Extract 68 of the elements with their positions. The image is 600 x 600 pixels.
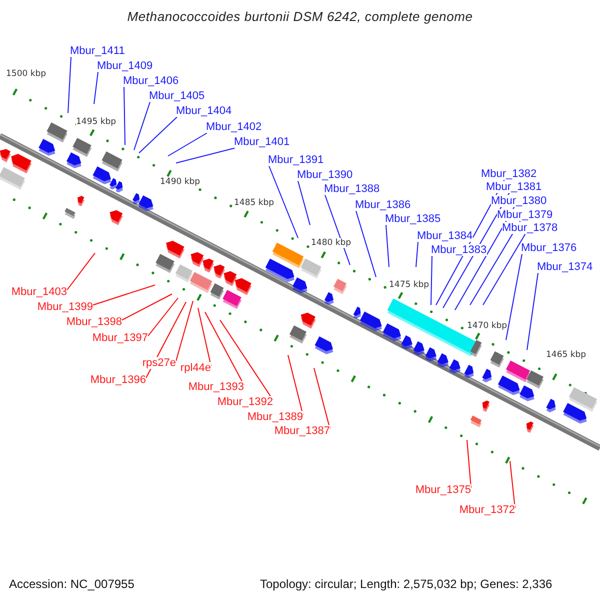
gene-label: Mbur_1376 (521, 242, 577, 254)
gene-label: Mbur_1402 (206, 121, 262, 133)
position-label: 1480 kbp (311, 238, 352, 248)
leader-line (66, 252, 96, 290)
leader-line (134, 102, 150, 150)
gene-label: Mbur_1393 (188, 381, 244, 393)
leader-line (94, 72, 98, 104)
gene-label: Mbur_1378 (502, 222, 558, 234)
leader-line (92, 284, 156, 306)
leader-line (138, 116, 178, 154)
title: Methanococcoides burtonii DSM 6242, complete genome (126, 9, 474, 24)
leader-line (146, 302, 186, 378)
gene-label: Mbur_1401 (234, 136, 290, 148)
leader-line (168, 132, 208, 156)
leader-line (526, 272, 538, 350)
gene-label: Mbur_1409 (97, 60, 153, 72)
gene-label: Mbur_1397 (92, 332, 148, 344)
position-label: 1490 kbp (160, 177, 200, 187)
gene-label: Mbur_1374 (537, 261, 593, 273)
gene-label: Mbur_1392 (217, 396, 273, 408)
leader-line (268, 166, 298, 238)
gene-label: Mbur_1390 (297, 169, 353, 181)
gene-label: Mbur_1380 (491, 195, 547, 207)
gene-label: rps27e (142, 357, 176, 369)
gene-label: Mbur_1384 (417, 230, 473, 242)
leader-line (122, 294, 172, 320)
leader-line (506, 254, 522, 340)
gene-label: Mbur_1398 (66, 316, 122, 328)
gene-label: Mbur_1386 (355, 199, 411, 211)
position-label: 1495 kbp (76, 117, 116, 127)
leader-line (176, 300, 194, 362)
gene-label: Mbur_1405 (149, 90, 205, 102)
gene-label: Mbur_1403 (11, 286, 67, 298)
leader-line (386, 224, 390, 268)
gene-label: Mbur_1375 (415, 484, 471, 496)
gene-label: Mbur_1388 (324, 183, 380, 195)
gene-label: Mbur_1411 (70, 45, 125, 57)
gene-label: Mbur_1391 (268, 154, 324, 166)
leader-line (298, 180, 310, 226)
gene-label: Mbur_1396 (90, 374, 146, 386)
position-label: 1465 kbp (546, 350, 586, 360)
gene-label: rpl44e (180, 362, 211, 374)
leader-line (356, 210, 376, 278)
leader-line (68, 56, 72, 114)
leader-line (124, 86, 126, 146)
accession-text: Accession: NC_007955 (9, 577, 134, 591)
genome-summary-text: Topology: circular; Length: 2,575,032 bp; Genes: 2,336 (260, 577, 552, 591)
leader-line (430, 256, 432, 306)
gene-label: Mbur_1387 (274, 425, 330, 437)
leader-line (324, 194, 350, 266)
leader-line (416, 242, 418, 268)
gene-label: Mbur_1372 (459, 504, 515, 516)
gene-label: Mbur_1382 (481, 168, 537, 180)
gene-label: Mbur_1383 (431, 244, 487, 256)
leader-line (482, 234, 526, 306)
gene-label: Mbur_1389 (247, 411, 303, 423)
position-label: 1485 kbp (234, 198, 274, 208)
position-label: 1470 kbp (467, 321, 508, 331)
leader-line (176, 148, 236, 164)
gene-label: Mbur_1385 (385, 213, 441, 225)
leader-line (148, 298, 178, 336)
position-label: 1500 kbp (6, 69, 46, 79)
gene-label: Mbur_1399 (37, 301, 93, 313)
gene-label: Mbur_1381 (486, 181, 542, 193)
position-label: 1475 kbp (389, 280, 430, 290)
gene-label: Mbur_1404 (176, 105, 232, 117)
gene-label: Mbur_1406 (123, 75, 179, 87)
gene-label: Mbur_1379 (497, 209, 553, 221)
